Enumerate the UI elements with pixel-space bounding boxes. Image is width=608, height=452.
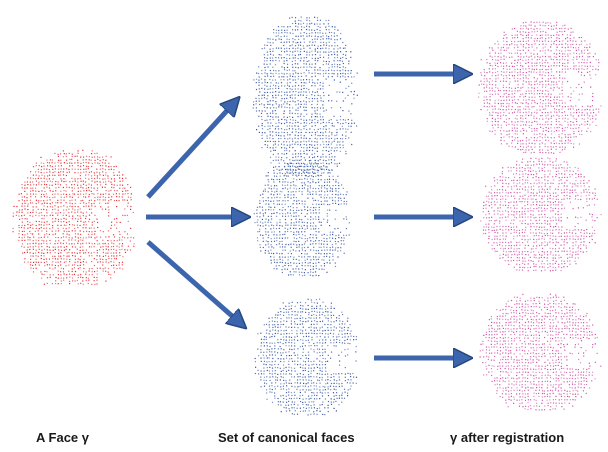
- canonical-face-2: [254, 160, 350, 277]
- caption-registered-faces: γ after registration: [450, 430, 564, 445]
- arrow-input-to-canonical-3: [148, 242, 240, 323]
- canonical-face-1: [253, 17, 358, 177]
- input-face-point-cloud: [13, 150, 135, 285]
- canonical-face-3: [255, 299, 358, 416]
- registered-face-1: [478, 21, 602, 154]
- registered-face-2: [480, 157, 602, 271]
- arrow-input-to-canonical-1: [148, 103, 234, 197]
- caption-input-face: A Face γ: [36, 430, 89, 445]
- caption-canonical-faces: Set of canonical faces: [218, 430, 355, 445]
- registered-face-3: [480, 294, 602, 411]
